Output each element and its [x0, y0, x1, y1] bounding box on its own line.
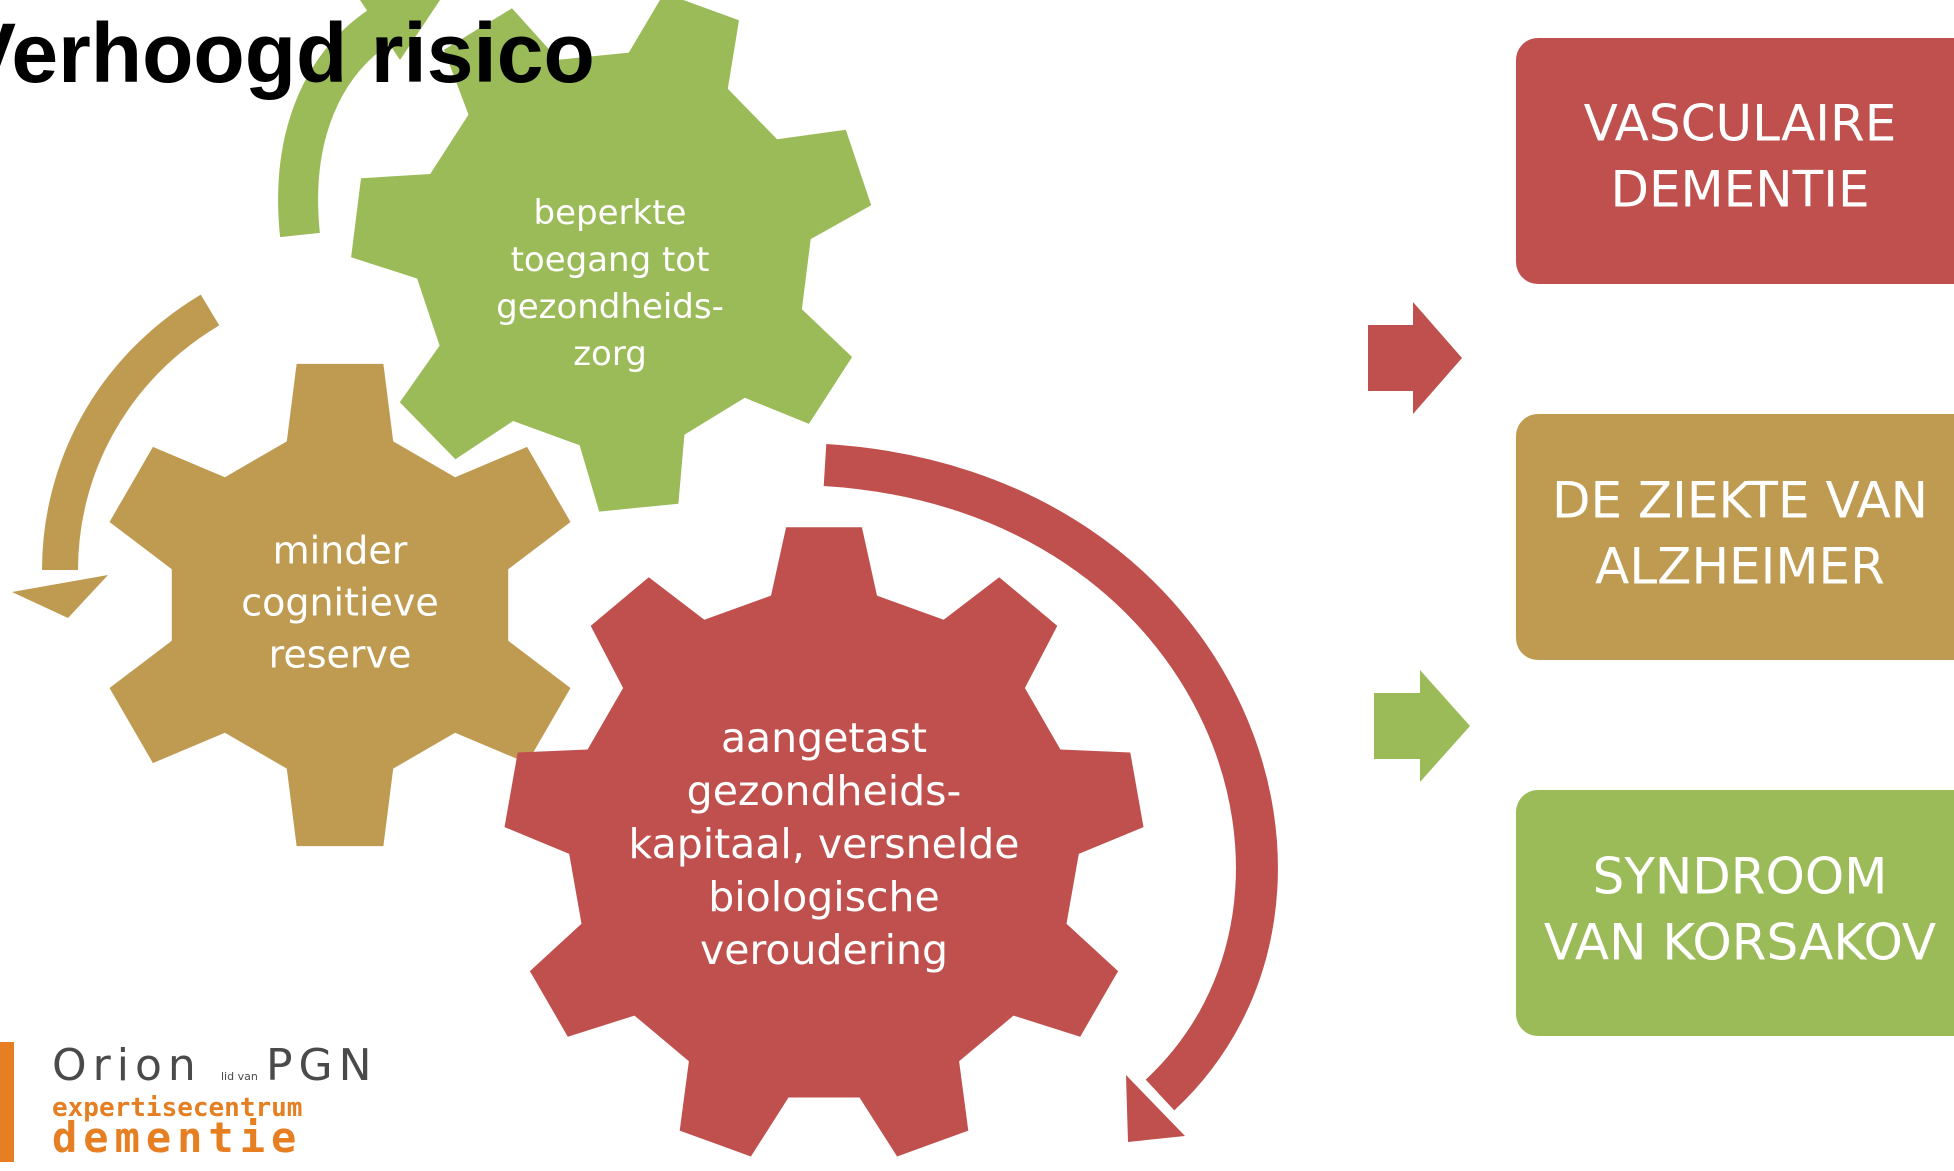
green-cycle-arrowhead: [360, 0, 440, 60]
outcome-box-vascular: [1516, 38, 1954, 284]
tan-cycle-arrowhead: [12, 575, 108, 618]
text-line: aangetast: [721, 714, 927, 762]
text-line: beperkte: [534, 193, 687, 233]
red-cycle-arrow: [823, 444, 1278, 1111]
gear-red-shape: [504, 527, 1144, 1157]
text-line: VAN KORSAKOV: [1544, 914, 1936, 972]
red-right-arrow: [1368, 302, 1462, 414]
outcome-alzheimer-label: DE ZIEKTE VAN ALZHEIMER: [1552, 472, 1928, 596]
tan-cycle-arrow: [42, 294, 220, 571]
logo-orange-bar: [0, 1042, 14, 1162]
red-cycle-arrowhead: [1126, 1075, 1185, 1142]
text-line: veroudering: [700, 926, 948, 974]
logo-expertise-text: expertisecentrum: [52, 1093, 302, 1123]
orion-pgn-logo: Orion lid van PGN expertisecentrum demen…: [0, 1040, 378, 1162]
text-line: DEMENTIE: [1610, 161, 1869, 219]
text-line: toegang tot: [511, 240, 710, 280]
outcome-box-alzheimer: [1516, 414, 1954, 660]
gear-green-shape: [351, 0, 872, 512]
gear-health-access: [351, 0, 872, 512]
text-line: zorg: [573, 334, 647, 374]
logo-small-text: lid van: [221, 1070, 258, 1083]
gear-health-capital: [504, 527, 1144, 1157]
logo-pgn-text: PGN: [266, 1040, 378, 1091]
outcome-vascular-label: VASCULAIRE DEMENTIE: [1584, 95, 1897, 219]
text-line: SYNDROOM: [1593, 848, 1888, 906]
text-line: cognitieve: [241, 581, 439, 625]
slide-title: Verhoogd risico: [0, 6, 595, 100]
text-line: DE ZIEKTE VAN: [1552, 472, 1928, 530]
text-line: VASCULAIRE: [1584, 95, 1897, 153]
outcome-korsakov-label: SYNDROOM VAN KORSAKOV: [1544, 848, 1936, 972]
text-line: reserve: [269, 633, 412, 677]
gear-cognitive-reserve: [109, 363, 571, 847]
text-line: biologische: [708, 873, 940, 921]
logo-dementie-text: dementie: [52, 1113, 302, 1162]
text-line: gezondheids-: [496, 287, 724, 327]
gear-cognitive-reserve-label: minder cognitieve reserve: [241, 529, 439, 677]
text-line: ALZHEIMER: [1595, 538, 1885, 596]
green-cycle-arrow: [278, 2, 401, 238]
outcome-box-korsakov: [1516, 790, 1954, 1036]
green-right-arrow: [1374, 670, 1470, 782]
gear-health-capital-label: aangetast gezondheids-kapitaal, versnelde…: [629, 714, 1020, 974]
text-line: kapitaal, versnelde: [629, 820, 1020, 868]
text-line: minder: [273, 529, 408, 573]
gear-health-access-label: beperkte toegang tot gezondheids-zorg: [496, 193, 724, 374]
logo-orion-text: Orion: [52, 1040, 202, 1091]
text-line: gezondheids-: [687, 767, 962, 815]
gear-tan-shape: [109, 363, 571, 847]
